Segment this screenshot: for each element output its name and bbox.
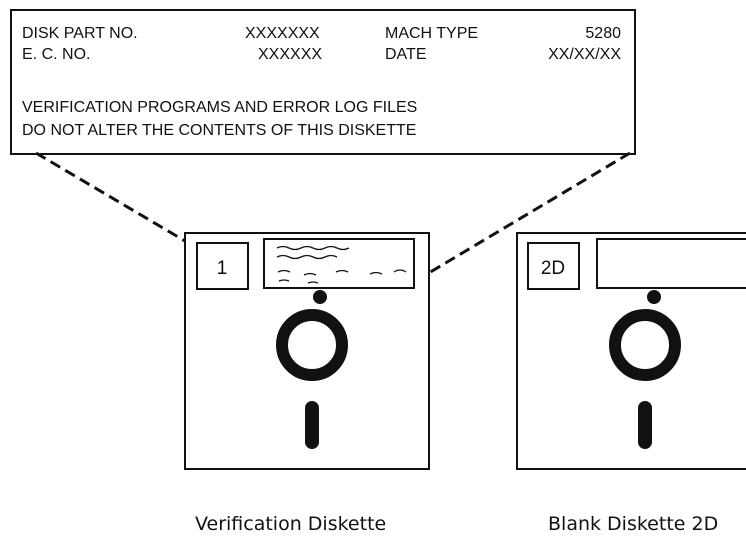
index-hole	[313, 290, 327, 304]
diskette-label-area	[596, 238, 746, 289]
label-scribbles	[276, 245, 407, 284]
head-slot	[305, 401, 319, 449]
disk-part-no-value: XXXXXXX	[245, 25, 320, 42]
notice-line-2: DO NOT ALTER THE CONTENTS OF THIS DISKET…	[22, 122, 416, 139]
zoom-line-right	[411, 151, 631, 285]
hub-ring	[276, 309, 348, 381]
notice-line-1: VERIFICATION PROGRAMS AND ERROR LOG FILE…	[22, 99, 417, 116]
ec-no-label: E. C. NO.	[22, 46, 90, 63]
number-tag: 2D	[541, 258, 565, 279]
blank-diskette: 2D	[516, 232, 746, 470]
number-tag-box	[196, 242, 249, 290]
number-tag: 1	[217, 258, 228, 279]
date-value: XX/XX/XX	[548, 46, 621, 63]
hub-ring	[609, 309, 681, 381]
label-card-border	[10, 9, 636, 155]
head-slot	[638, 401, 652, 449]
blank-diskette-caption: Blank Diskette 2D	[548, 513, 719, 535]
index-hole	[647, 290, 661, 304]
verification-diskette: 1	[184, 232, 430, 470]
verification-diskette-caption: Verification Diskette	[195, 513, 387, 535]
label-card: DISK PART NO. XXXXXXX MACH TYPE 5280 E. …	[10, 9, 636, 155]
disk-part-no-label: DISK PART NO.	[22, 25, 138, 42]
date-label: DATE	[385, 46, 426, 63]
mach-type-label: MACH TYPE	[385, 25, 478, 42]
ec-no-value: XXXXXX	[258, 46, 322, 63]
number-tag-box	[527, 242, 580, 290]
mach-type-value: 5280	[585, 25, 621, 42]
diskette-label-area	[263, 238, 415, 289]
